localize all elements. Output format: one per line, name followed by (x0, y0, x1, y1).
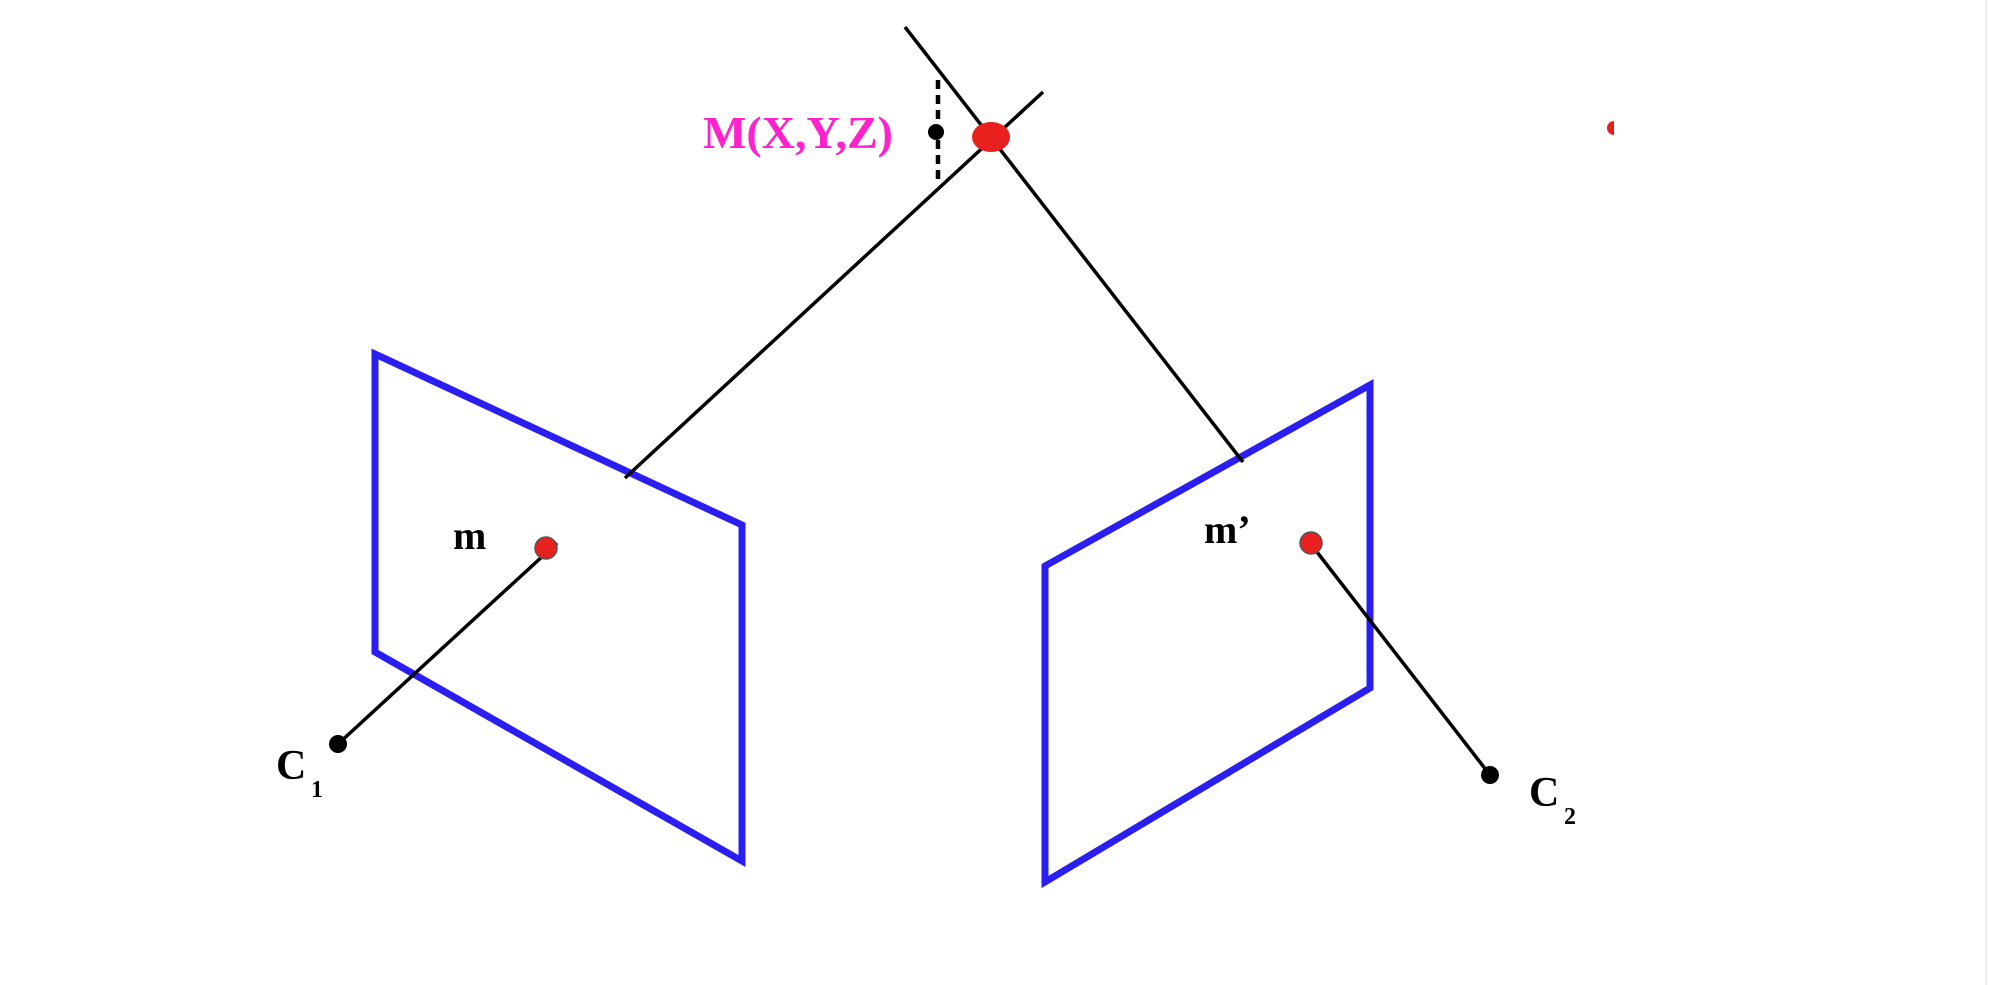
label-m: m (453, 513, 486, 558)
ray-left-upper (623, 90, 1045, 480)
stray-red-mark (1607, 121, 1614, 135)
label-C2-subscript: 2 (1564, 804, 1576, 830)
projected-point-m-prime (1299, 531, 1323, 555)
label-C1: C (276, 743, 306, 789)
ray-right-camera (1308, 541, 1492, 777)
camera-center-C2 (1481, 766, 1499, 784)
ray-right-upper (903, 25, 1245, 464)
label-C1-subscript: 1 (311, 777, 323, 803)
label-m-prime: m’ (1204, 507, 1251, 552)
label-point-M: M(X,Y,Z) (703, 107, 893, 158)
projected-point-m (534, 536, 558, 560)
right-edge-divider (1985, 0, 1987, 985)
label-C2: C (1529, 770, 1559, 816)
left-image-plane (371, 348, 746, 868)
right-image-plane (1041, 379, 1374, 889)
camera-center-C1 (329, 735, 347, 753)
marker-dot (928, 124, 944, 140)
scene-point-M (972, 122, 1010, 152)
ray-left-camera (336, 541, 559, 746)
